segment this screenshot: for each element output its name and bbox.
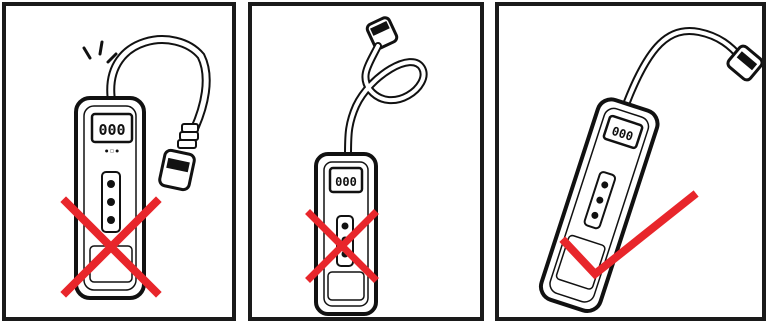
device-display: 000 [335,175,357,189]
illustration-panel-3: 000 [495,2,766,321]
illustration-panel-1: 000 ● ◯ ● [2,2,236,321]
svg-text:● ◯ ●: ● ◯ ● [105,148,120,153]
illustration-panel-2: 000 [248,2,484,321]
gas-detector-icon: 000 ● ◯ ● [6,6,232,317]
gas-detector-icon: 000 [499,6,762,317]
gas-detector-icon: 000 [252,6,480,317]
device-display: 000 [98,121,125,139]
